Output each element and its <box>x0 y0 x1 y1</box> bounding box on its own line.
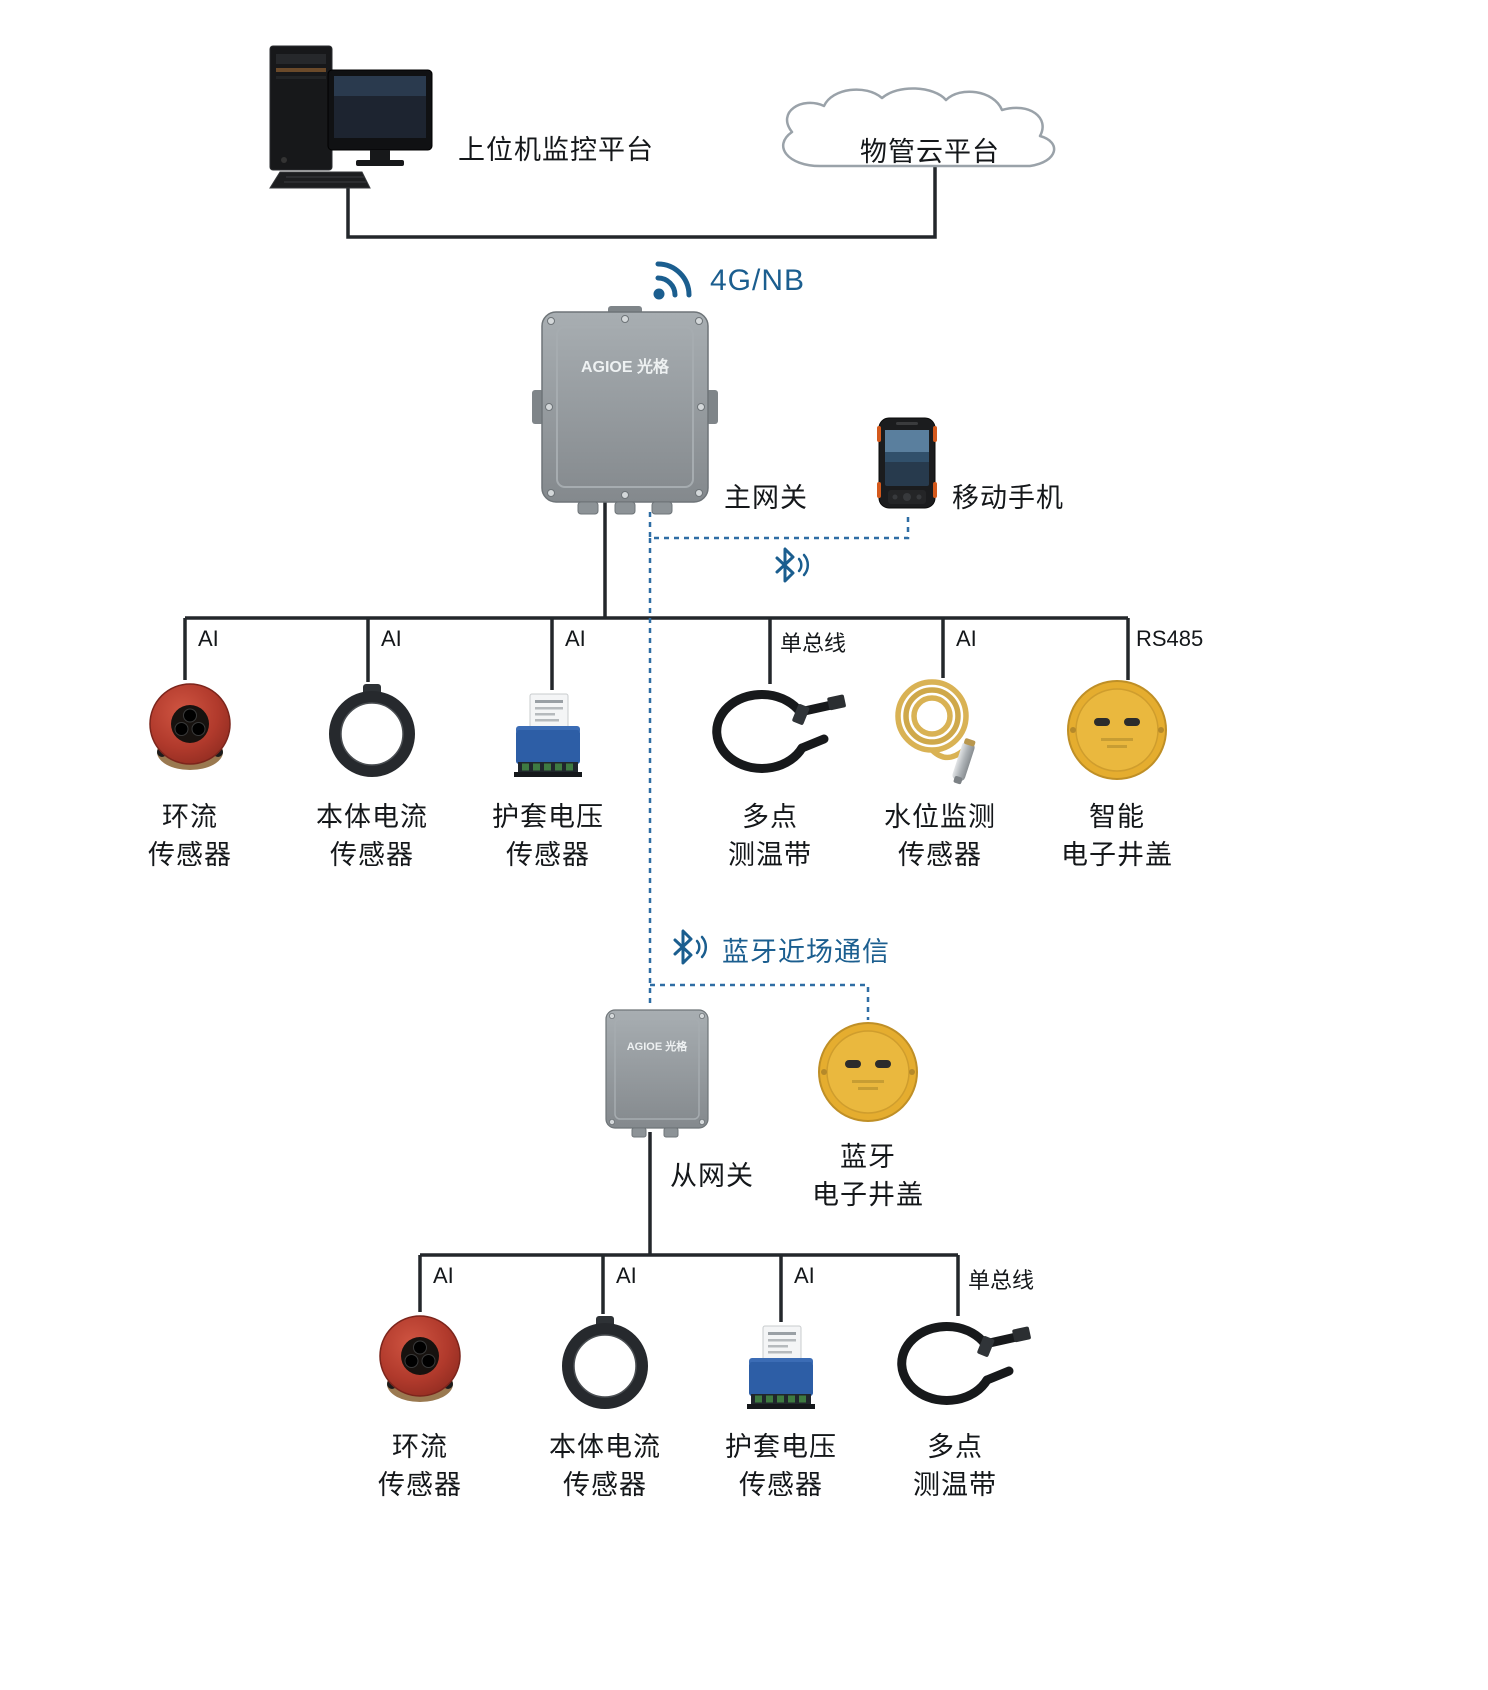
device-label-temp-belt: 多点 测温带 <box>913 1432 997 1500</box>
main-bus-port-5: AI <box>956 626 977 651</box>
device-label-body-current: 本体电流 传感器 <box>549 1432 661 1500</box>
host-platform-label: 上位机监控平台 <box>458 135 654 165</box>
device-label-temp-belt: 多点 测温带 <box>728 802 812 870</box>
main-bus-port-1: AI <box>198 626 219 651</box>
body-current-sensor-icon <box>322 680 422 780</box>
slave-bus-port-1: AI <box>433 1263 454 1288</box>
slave-gateway-device: AGIOE 光格 <box>605 1009 709 1138</box>
bluetooth-manhole-cover-icon <box>818 1022 918 1122</box>
phone-icon <box>877 417 937 509</box>
device-label-ring-current: 环流 传感器 <box>378 1432 462 1500</box>
device-label-bluetooth-cover: 蓝牙 电子井盖 <box>812 1142 924 1210</box>
ring-current-sensor-icon <box>149 683 231 771</box>
bluetooth-icon <box>673 929 707 965</box>
device-label-sheath-voltage: 护套电压 传感器 <box>725 1432 837 1500</box>
body-current-sensor-icon <box>555 1312 655 1412</box>
sheath-voltage-sensor-icon <box>513 693 583 778</box>
computer-icon <box>269 45 433 189</box>
main-bus-port-6: RS485 <box>1136 626 1204 651</box>
device-label-smart-cover: 智能 电子井盖 <box>1061 802 1173 870</box>
main-gateway-label: 主网关 <box>724 483 808 513</box>
bluetooth-nearfield-label: 蓝牙近场通信 <box>722 937 890 967</box>
smart-manhole-cover-icon <box>1067 680 1167 780</box>
device-label-sheath-voltage: 护套电压 传感器 <box>492 802 604 870</box>
main-gateway-device: AGIOE 光格 <box>532 306 718 515</box>
bluetooth-icon <box>775 547 809 583</box>
water-level-sensor-icon <box>886 676 996 791</box>
signal-4g-icon <box>653 261 692 300</box>
wireless-label: 4G/NB <box>710 264 806 297</box>
sheath-voltage-sensor-icon <box>746 1325 816 1410</box>
main-gateway-brand: AGIOE 光格 <box>581 357 670 376</box>
temperature-belt-icon <box>877 1314 1033 1414</box>
device-label-water-level: 水位监测 传感器 <box>884 802 996 870</box>
cloud-platform-label: 物管云平台 <box>860 137 1000 167</box>
main-bus-port-3: AI <box>565 626 586 651</box>
cloud-icon <box>781 87 1056 168</box>
device-label-ring-current: 环流 传感器 <box>148 802 232 870</box>
slave-bus-port-3: AI <box>794 1263 815 1288</box>
slave-bus-port-4: 单总线 <box>968 1268 1035 1293</box>
slave-bus-port-2: AI <box>616 1263 637 1288</box>
phone-label: 移动手机 <box>952 483 1064 513</box>
ring-current-sensor-icon <box>379 1315 461 1403</box>
slave-gateway-label: 从网关 <box>670 1161 754 1191</box>
device-label-body-current: 本体电流 传感器 <box>316 802 428 870</box>
slave-gateway-brand: AGIOE 光格 <box>627 1039 689 1053</box>
main-bus-port-2: AI <box>381 626 402 651</box>
temperature-belt-icon <box>692 682 848 782</box>
main-bus-port-4: 单总线 <box>780 631 847 656</box>
